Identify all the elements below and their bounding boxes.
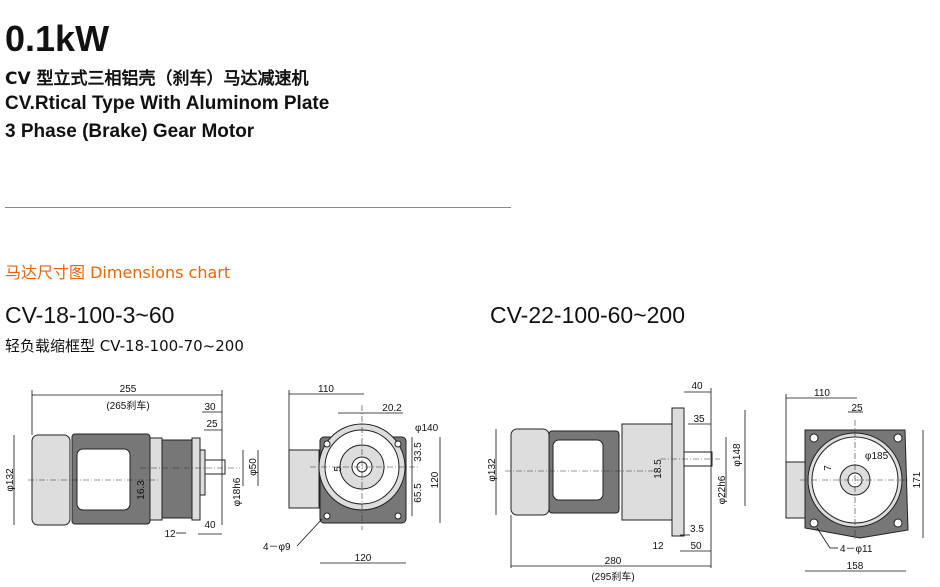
dim-side-120-vertical: 120 [430, 471, 441, 488]
dim-side-110: 110 [814, 388, 830, 399]
dim-50: 50 [690, 541, 702, 552]
dim-12: 12 [652, 541, 664, 552]
dim-dia132: φ132 [487, 458, 498, 482]
dim-side-5: 5 [333, 466, 344, 472]
dim-dia22h6: φ22h6 [717, 475, 728, 504]
dim-length-brake: (265刹车) [106, 399, 149, 412]
drawing-left-side-view [28, 433, 240, 526]
dim-side-110: 110 [318, 384, 334, 395]
dim-12: 12 [164, 529, 176, 540]
dim-25: 25 [206, 419, 218, 430]
dim-side-holes: 4－φ11 [840, 544, 873, 555]
model-left-subtitle: 轻负载缩框型 CV-18-100-70~200 [5, 337, 244, 355]
divider [5, 207, 511, 208]
dim-side-33-5: 33.5 [413, 442, 424, 462]
dim-side-120-horizontal: 120 [355, 553, 372, 564]
dim-side-171: 171 [912, 471, 923, 488]
drawing-left-side-dimensions: 255 (265刹车) 30 25 φ132 16.3 φ50 φ18h6 40… [5, 384, 259, 540]
dim-40: 40 [691, 381, 703, 392]
dim-3-5: 3.5 [690, 524, 704, 535]
power-rating: 0.1kW [5, 18, 110, 59]
dim-40: 40 [204, 520, 216, 531]
drawing-right-side-dimensions: 40 35 φ132 18.5 φ148 φ22h6 3.5 12 50 280… [487, 381, 746, 583]
dim-dia18h6: φ18h6 [232, 477, 243, 506]
dim-side-dia185: φ185 [865, 451, 889, 462]
drawing-left-front-view [288, 405, 420, 530]
dim-16-3: 16.3 [136, 480, 147, 500]
dim-dia148: φ148 [732, 443, 743, 467]
dim-side-holes: 4－φ9 [263, 542, 291, 553]
dim-30: 30 [204, 402, 216, 413]
drawing-left-front-dimensions: 110 20.2 φ140 33.5 65.5 120 5 4－φ9 120 [263, 384, 441, 564]
dim-side-20-2: 20.2 [382, 403, 402, 414]
dim-side-158: 158 [847, 561, 864, 572]
drawing-right-front-view [785, 420, 910, 540]
title-chinese: CV 型立式三相铝壳（刹车）马达减速机 [5, 69, 309, 89]
dim-dia50: φ50 [248, 458, 259, 476]
dim-length: 255 [120, 384, 137, 395]
model-right-name: CV-22-100-60~200 [490, 302, 686, 328]
model-left-name: CV-18-100-3~60 [5, 302, 175, 328]
drawing-right-front-dimensions: 110 25 φ185 7 171 4－φ11 158 [785, 388, 924, 572]
dim-side-65-5: 65.5 [413, 483, 424, 503]
drawing-right-side-view [505, 407, 720, 537]
dim-35: 35 [693, 414, 705, 425]
dim-side-7: 7 [823, 465, 834, 471]
section-title: 马达尺寸图 Dimensions chart [5, 263, 231, 282]
dim-length-brake: (295刹车) [591, 570, 634, 583]
dim-side-dia140: φ140 [415, 423, 439, 434]
dim-side-25: 25 [851, 403, 863, 414]
dim-18-5: 18.5 [653, 459, 664, 479]
dim-length: 280 [605, 556, 622, 567]
title-english-line2: 3 Phase (Brake) Gear Motor [5, 121, 255, 142]
title-english-line1: CV.Rtical Type With Aluminom Plate [5, 93, 330, 114]
dim-dia132: φ132 [5, 468, 16, 492]
